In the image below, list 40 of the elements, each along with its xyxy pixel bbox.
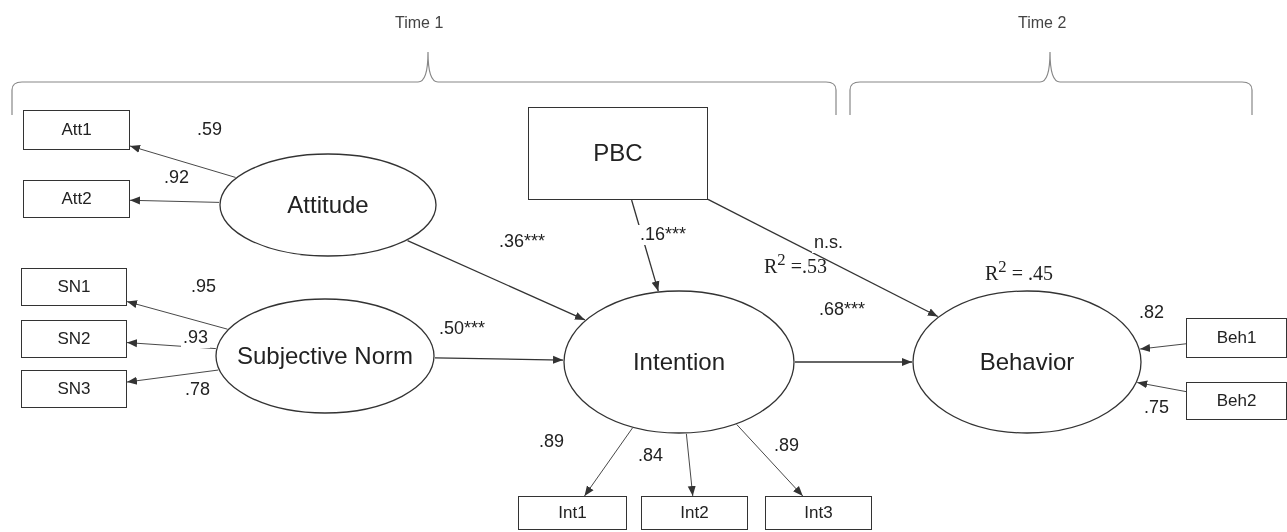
- variable-name: Subjective Norm: [236, 342, 414, 370]
- path-coefficient: .16***: [638, 225, 689, 245]
- time-label: Time 2: [1018, 14, 1067, 32]
- path-arrow: [707, 198, 939, 318]
- variable-name: Int3: [804, 503, 833, 523]
- path-coefficient: .93: [181, 328, 211, 348]
- path-arrow: [794, 358, 913, 366]
- indicator-box: [23, 180, 130, 218]
- variable-name: Int1: [558, 503, 587, 523]
- indicator-box: [641, 496, 748, 530]
- r-squared-label: R$^{2}$ =.53: [764, 250, 827, 278]
- r-squared-label: R$^{2}$ = .45: [985, 257, 1053, 285]
- time-label: Time 1: [395, 14, 444, 32]
- path-arrow: [406, 239, 586, 321]
- path-arrow: [434, 355, 564, 364]
- latent-variable-ellipse: [215, 298, 435, 414]
- variable-name: Int2: [680, 503, 709, 523]
- latent-variable-ellipse: [219, 153, 437, 257]
- indicator-box: [518, 496, 627, 530]
- variable-name: Att1: [61, 120, 92, 140]
- variable-name: Intention: [632, 348, 726, 376]
- indicator-box: [21, 268, 127, 306]
- indicator-box: [1186, 318, 1287, 358]
- indicator-box: [23, 110, 130, 150]
- variable-name: Attitude: [287, 191, 369, 219]
- indicator-box: [1186, 382, 1287, 420]
- variable-name: SN2: [57, 329, 91, 349]
- variable-name: Att2: [61, 189, 92, 209]
- latent-variable-ellipse: [563, 290, 795, 434]
- indicator-box: [21, 320, 127, 358]
- variable-name: Beh2: [1216, 391, 1257, 411]
- variable-name: Behavior: [979, 348, 1075, 376]
- indicator-box: [528, 107, 708, 200]
- indicator-box: [765, 496, 872, 530]
- variable-name: Beh1: [1216, 328, 1257, 348]
- variable-name: PBC: [593, 140, 643, 167]
- variable-name: SN1: [57, 277, 91, 297]
- variable-name: SN3: [57, 379, 91, 399]
- indicator-box: [21, 370, 127, 408]
- latent-variable-ellipse: [912, 290, 1142, 434]
